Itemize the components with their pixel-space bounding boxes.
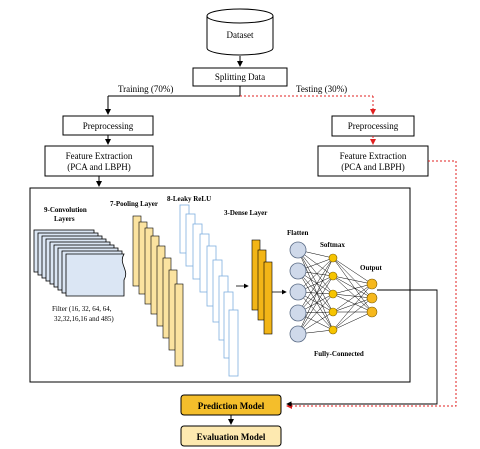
fc-connections xyxy=(297,249,373,335)
softmax-label: Softmax xyxy=(320,241,345,249)
output-label: Output xyxy=(360,264,382,272)
evaluation-model-box: Evaluation Model xyxy=(180,425,282,447)
training-label: Training (70%) xyxy=(118,84,173,94)
feature-right-line2: (PCA and LBPH) xyxy=(341,162,405,172)
evaluation-model-label: Evaluation Model xyxy=(197,432,266,442)
softmax-nodes xyxy=(328,253,338,335)
pooling-layer-stack xyxy=(132,215,184,367)
feature-left-line1: Feature Extraction xyxy=(66,151,133,161)
splitting-data-box: Splitting Data xyxy=(192,67,288,87)
dense-layer-stack xyxy=(251,239,273,335)
feature-extraction-left-box: Feature Extraction (PCA and LBPH) xyxy=(44,145,154,177)
feature-right-line1: Feature Extraction xyxy=(340,151,407,161)
dataset-label: Dataset xyxy=(227,30,254,40)
prediction-model-label: Prediction Model xyxy=(198,401,265,411)
filter-line1: Filter (16, 32, 64, 64, xyxy=(52,305,112,313)
feature-extraction-right-box: Feature Extraction (PCA and LBPH) xyxy=(317,145,429,177)
prediction-model-box: Prediction Model xyxy=(180,394,282,416)
preprocessing-left-label: Preprocessing xyxy=(83,121,134,131)
feature-left-line2: (PCA and LBPH) xyxy=(67,162,131,172)
relu-label: 8-Leaky ReLU xyxy=(167,195,211,203)
preprocessing-left-box: Preprocessing xyxy=(62,115,154,136)
flatten-label: Flatten xyxy=(287,229,308,237)
flatten-nodes xyxy=(289,241,307,343)
preprocessing-right-box: Preprocessing xyxy=(331,115,415,137)
conv-label-1: 9-Convolution xyxy=(44,206,87,214)
fully-connected-label: Fully-Connected xyxy=(314,350,364,358)
output-nodes xyxy=(366,278,378,318)
testing-label: Testing (30%) xyxy=(296,84,347,94)
dense-label: 3-Dense Layer xyxy=(224,209,267,217)
filter-line2: 32,32,16,16 and 485) xyxy=(54,315,114,323)
pool-label: 7-Pooling Layer xyxy=(110,200,158,208)
conv-layer-stack xyxy=(33,229,127,297)
leaky-relu-stack xyxy=(179,204,239,377)
splitting-data-label: Splitting Data xyxy=(215,72,265,82)
preprocessing-right-label: Preprocessing xyxy=(348,121,399,131)
dataset-cylinder: Dataset xyxy=(206,8,274,56)
conv-label-2: Layers xyxy=(54,215,75,223)
